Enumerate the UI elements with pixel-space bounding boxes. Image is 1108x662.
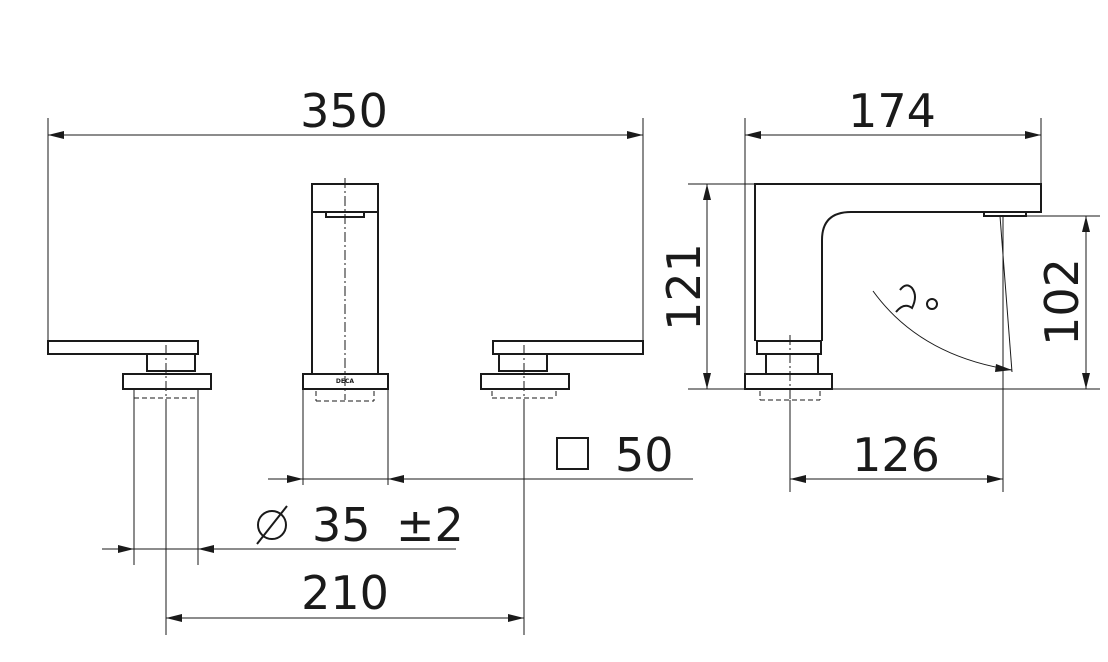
dim-side-depth: 174 [744, 84, 1042, 375]
dim-square-label: 50 [615, 428, 674, 482]
square-symbol [556, 437, 589, 470]
front-view: 350 DECA [47, 84, 693, 635]
dim-height-label: 121 [657, 243, 711, 331]
dim-spout-reach: 126 [789, 216, 1004, 492]
flow-symbol-icon [895, 284, 916, 313]
diameter-symbol [256, 505, 288, 545]
right-handle [480, 340, 644, 402]
dim-spout-reach-label: 126 [852, 428, 940, 482]
dim-square-base: 50 [268, 390, 693, 485]
water-flow-arrow [872, 215, 1013, 373]
dim-hole-diameter-label: 35 [312, 498, 371, 552]
dim-hole-diameter: 35 ±2 [102, 390, 464, 565]
dim-side-depth-label: 174 [848, 84, 936, 138]
dim-hole-tolerance-label: ±2 [396, 498, 464, 552]
dim-height: 121 [657, 183, 1100, 390]
dim-handle-spacing-label: 210 [301, 566, 389, 620]
dim-overall-width-label: 350 [300, 84, 388, 138]
side-view: 174 121 102 [657, 84, 1100, 492]
dim-overall-width: 350 [47, 84, 644, 345]
flow-dot-icon [926, 298, 938, 310]
left-handle [47, 340, 212, 402]
spout-front: DECA [302, 178, 389, 402]
dim-spout-height-label: 102 [1035, 258, 1089, 346]
dim-spout-height: 102 [1026, 215, 1100, 389]
dim-handle-spacing: 210 [165, 400, 525, 635]
